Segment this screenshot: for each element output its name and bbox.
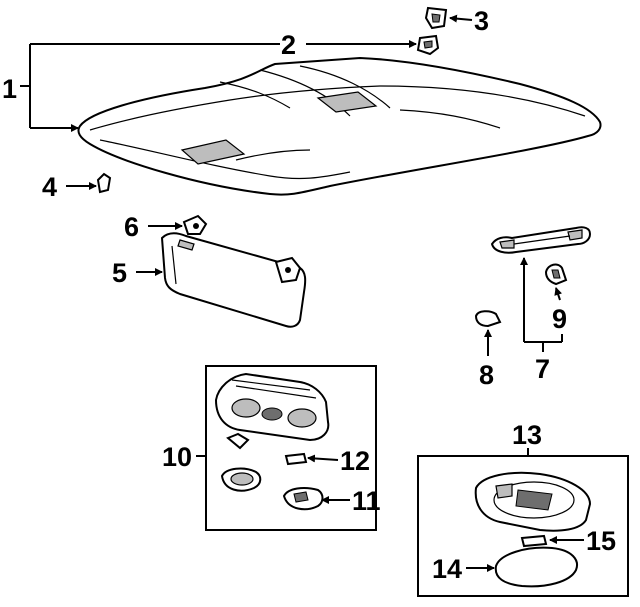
clip-icon [416,34,440,56]
callout-14: 14 [432,554,462,584]
bulb-icon [226,432,250,450]
console-lamp-icon [214,372,330,442]
dome-lamp-icon [474,471,592,532]
callout-1: 1 [2,74,17,104]
callout-9: 9 [552,304,567,334]
callout-11: 11 [352,486,381,516]
callout-10: 10 [162,442,192,472]
hook-icon [96,172,112,194]
headliner-panel-icon [77,56,602,196]
clip-icon [544,263,568,286]
callout-8: 8 [479,360,494,390]
callout-5: 5 [112,258,127,288]
bulb-icon [520,534,548,548]
callout-2: 2 [281,30,296,60]
callout-6: 6 [124,212,139,242]
callout-12: 12 [340,446,370,476]
callout-13: 13 [512,420,542,450]
grab-handle-icon [490,226,592,254]
lens-icon [494,546,578,588]
callout-4: 4 [42,172,57,202]
dome-lamp-group-frame [417,455,629,597]
bracket-icon [182,214,208,235]
bulb-icon [284,452,308,466]
clip-icon [424,6,448,30]
lens-icon [220,467,262,492]
callout-7: 7 [535,354,550,384]
leader-lines [20,14,584,572]
callout-15: 15 [586,526,616,556]
sun-visor-icon [160,232,307,328]
cap-icon [474,310,502,328]
callout-3: 3 [474,6,489,36]
lens-icon [282,487,324,511]
console-group-frame [205,365,377,531]
